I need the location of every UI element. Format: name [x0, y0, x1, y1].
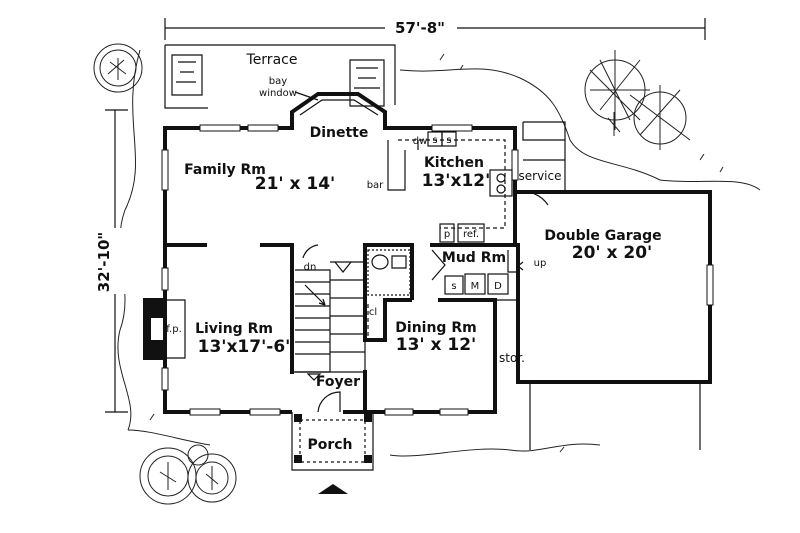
- contour-bottom: [127, 429, 601, 457]
- kitchen-name: Kitchen: [424, 155, 484, 171]
- dryer-label: D: [494, 281, 502, 292]
- pantry-label: p: [444, 229, 450, 240]
- bar-label: bar: [367, 180, 384, 191]
- laundry-sink-label: s: [451, 281, 456, 292]
- shrubs-bottom-left: [139, 444, 237, 505]
- porch-label: Porch: [307, 437, 352, 453]
- porch: [291, 412, 374, 471]
- dining-room-size: 13' x 12': [396, 335, 477, 355]
- living-room-size: 13'x17'-6': [198, 337, 291, 357]
- closet-label: cl: [369, 307, 377, 318]
- stair-down-label: dn: [304, 262, 317, 273]
- dinette-label: Dinette: [310, 125, 369, 141]
- bay-window: bay window: [259, 76, 387, 130]
- landscape: [93, 43, 761, 505]
- sink-right-label: s: [446, 135, 451, 146]
- family-room-name: Family Rm: [184, 162, 266, 178]
- width-label: 57'-8": [395, 19, 445, 37]
- mud-room-fixtures: s M D up: [431, 249, 547, 295]
- tree-top-right: [584, 50, 691, 150]
- mud-room-name: Mud Rm: [442, 250, 506, 266]
- bay-label-line2: window: [259, 88, 297, 99]
- garage-size: 20' x 20': [572, 243, 653, 263]
- family-room-size: 21' x 14': [255, 174, 336, 194]
- garage-name: Double Garage: [544, 228, 661, 244]
- closet: cl: [367, 304, 377, 336]
- kitchen-size: 13'x12': [422, 171, 491, 191]
- foyer: [290, 371, 365, 413]
- refrigerator-label: ref.: [463, 229, 479, 240]
- fireplace: f.p.: [143, 298, 186, 360]
- dimension-width: 57'-8": [164, 14, 706, 40]
- dimension-depth: 32'-10": [95, 109, 130, 413]
- room-labels: Dinette Family Rm 21' x 14' Kitchen 13'x…: [184, 125, 661, 453]
- service-label: service: [519, 169, 562, 183]
- bay-label-line1: bay: [269, 76, 287, 87]
- storage-label: stor.: [499, 351, 525, 365]
- stairs: dn: [295, 244, 366, 373]
- terrace: Terrace: [164, 44, 396, 109]
- terrace-label: Terrace: [246, 52, 298, 68]
- depth-label: 32'-10": [95, 232, 113, 292]
- living-room-name: Living Rm: [195, 321, 273, 337]
- sink-left-label: s: [432, 135, 437, 146]
- dining-room-name: Dining Rm: [395, 320, 476, 336]
- contour-top: [399, 68, 761, 191]
- kitchen-fixtures: dw s s p ref. bar: [367, 131, 513, 243]
- garage-details: [495, 299, 701, 450]
- service-entry: service: [517, 121, 566, 206]
- windows: [161, 124, 714, 416]
- entry-arrow-icon: [318, 484, 348, 494]
- interior-walls: [163, 243, 517, 414]
- tree-top-left: [93, 43, 143, 93]
- foyer-label: Foyer: [316, 374, 360, 390]
- dishwasher-label: dw: [413, 136, 428, 147]
- washer-label: M: [471, 281, 480, 292]
- powder-room: [367, 249, 411, 296]
- mud-up-label: up: [534, 258, 547, 269]
- fireplace-label: f.p.: [166, 324, 182, 335]
